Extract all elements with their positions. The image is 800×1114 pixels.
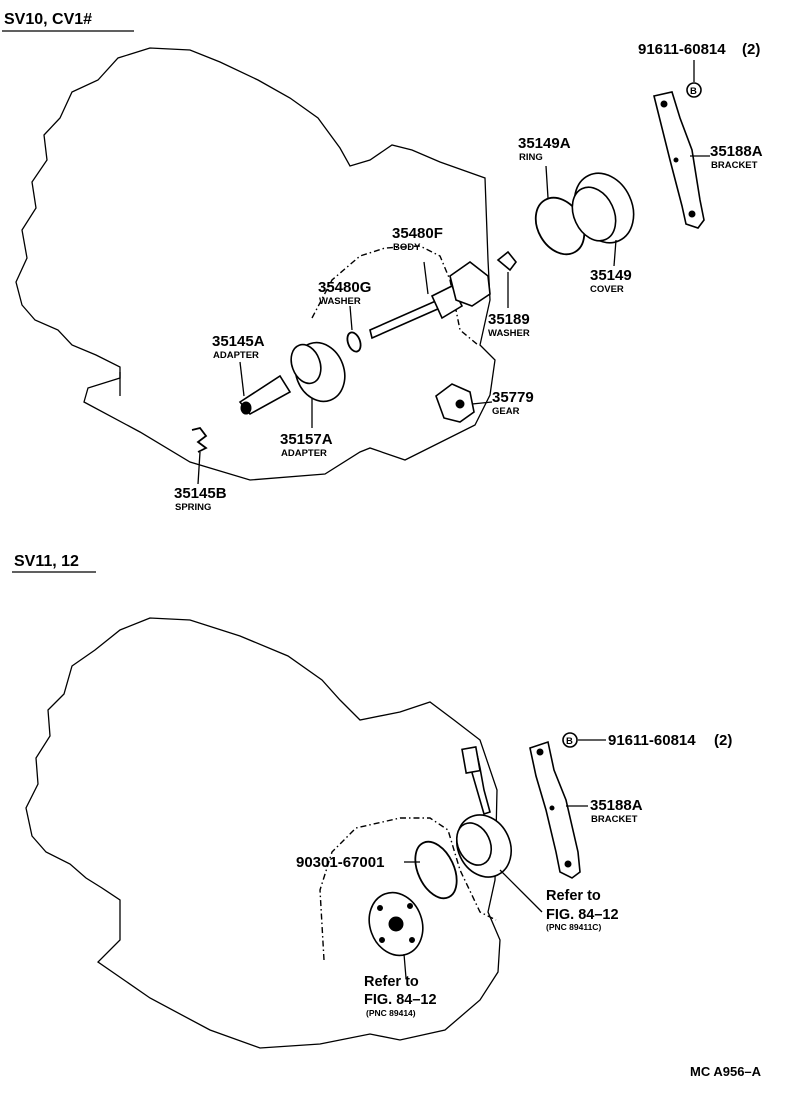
assembly-boundary-2 — [319, 817, 497, 961]
section-title-sv10: SV10, CV1# — [4, 11, 92, 28]
bracket-hole — [564, 860, 572, 868]
bolt-symbol-icon — [686, 82, 702, 98]
part-name-cover: COVER — [590, 284, 624, 295]
part-number-35157a: 35157A — [280, 431, 333, 448]
part-qty-2: (2) — [714, 732, 732, 749]
leader-line — [349, 305, 353, 331]
part-name-ring: RING — [519, 152, 543, 163]
speed-sensor-face — [455, 822, 493, 866]
leader-line — [499, 869, 543, 913]
bolt-symbol-letter: B — [690, 86, 697, 97]
section-title-sv11: SV11, 12 — [14, 553, 79, 570]
reference-1-line1: Refer to — [546, 888, 601, 904]
transmission-housing-outline-2 — [25, 617, 501, 1049]
bolt-symbol-icon — [562, 732, 578, 748]
rotor-hole — [379, 937, 385, 943]
part-name-spring: SPRING — [175, 502, 211, 513]
adapter-disc-face — [290, 343, 322, 385]
part-name-body: BODY — [393, 242, 421, 253]
part-number-35149: 35149 — [590, 267, 632, 284]
bracket-hole — [688, 210, 696, 218]
bracket-hole — [536, 748, 544, 756]
leader-line — [423, 261, 429, 295]
leader-line — [403, 953, 407, 979]
bracket-part — [653, 91, 705, 229]
bracket-hole — [660, 100, 668, 108]
part-number-91611-60814: 91611-60814 — [638, 41, 726, 58]
body-shaft-part — [369, 298, 441, 340]
sensor-connector-part — [461, 746, 481, 774]
rotor-hole — [377, 905, 383, 911]
bracket-part-2 — [529, 740, 581, 879]
part-name-gear: GEAR — [492, 406, 520, 417]
bolt-symbol-letter: B — [566, 736, 573, 747]
part-name-bracket-2: BRACKET — [591, 814, 638, 825]
spring-part — [191, 426, 208, 453]
rotor-hub — [388, 916, 404, 932]
part-number-35145b: 35145B — [174, 485, 227, 502]
part-name-adapter-2: ADAPTER — [281, 448, 327, 459]
section-sv10: SV10, CV1# B 91611-60814 (2) 35188A BRAC… — [2, 11, 763, 513]
reference-2-pnc: (PNC 89414) — [366, 1008, 416, 1018]
part-number-35480g: 35480G — [318, 279, 371, 296]
assembly-boundary — [311, 245, 479, 346]
part-number-35189: 35189 — [488, 311, 530, 328]
leader-line — [471, 401, 493, 405]
drive-gear-part — [435, 383, 475, 423]
rotor-hole — [409, 937, 415, 943]
bracket-hole — [549, 805, 555, 811]
figure-code: MC A956–A — [690, 1064, 762, 1079]
part-number-35149a: 35149A — [518, 135, 571, 152]
leader-line — [197, 451, 201, 485]
washer-part — [346, 331, 362, 353]
rotor-hole — [407, 903, 413, 909]
leader-line — [545, 165, 549, 199]
adapter-sleeve-end — [240, 401, 252, 415]
body-head-part — [449, 261, 491, 307]
cover-inner — [571, 186, 617, 242]
part-number-35779: 35779 — [492, 389, 534, 406]
part-name-bracket: BRACKET — [711, 160, 758, 171]
section-sv11: SV11, 12 B 91611-60814 (2) 35188A BRACKE… — [12, 553, 732, 1049]
part-number-90301-67001: 90301-67001 — [296, 854, 384, 871]
part-qty: (2) — [742, 41, 760, 58]
reference-2-line2: FIG. 84–12 — [364, 992, 437, 1008]
leader-line — [239, 361, 245, 397]
gear-hub — [455, 399, 465, 409]
reference-1-line2: FIG. 84–12 — [546, 907, 619, 923]
part-number-35188a: 35188A — [710, 143, 763, 160]
part-number-35145a: 35145A — [212, 333, 265, 350]
clip-washer-part — [496, 250, 518, 272]
reference-1-pnc: (PNC 89411C) — [546, 922, 601, 932]
leader-line — [613, 239, 617, 267]
part-name-washer-2: WASHER — [488, 328, 530, 339]
part-number-35188a-2: 35188A — [590, 797, 643, 814]
bracket-hole — [673, 157, 679, 163]
part-name-adapter: ADAPTER — [213, 350, 259, 361]
o-ring-part — [414, 840, 458, 900]
transmission-housing-outline — [15, 47, 496, 481]
part-number-91611-60814-2: 91611-60814 — [608, 732, 696, 749]
reference-2-line1: Refer to — [364, 974, 419, 990]
part-number-35480f: 35480F — [392, 225, 443, 242]
part-name-washer: WASHER — [319, 296, 361, 307]
